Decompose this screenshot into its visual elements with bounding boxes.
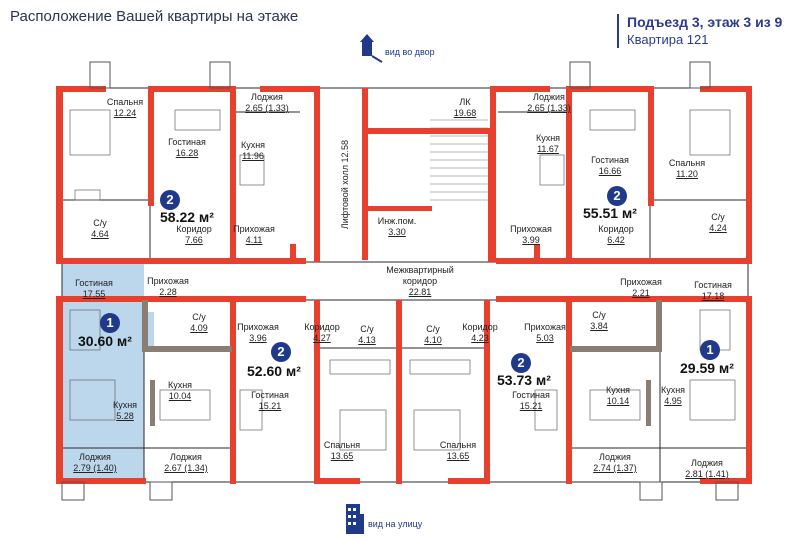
apartment-badge[interactable]: 2: [511, 353, 531, 373]
room-count: 2: [511, 353, 531, 373]
room-count: 2: [271, 342, 291, 362]
building-icon: [346, 504, 364, 534]
bearing-walls: [56, 86, 752, 484]
apartment-badge[interactable]: 2: [160, 190, 180, 210]
playground-icon: [360, 34, 383, 63]
apartment-area: 30.60 м²: [78, 333, 132, 349]
apartment-area: 52.60 м²: [247, 363, 301, 379]
apartment-area: 53.73 м²: [497, 372, 551, 388]
furniture: [69, 109, 736, 451]
entrance-info: Подъезд 3, этаж 3 из 9 Квартира 121: [617, 14, 782, 48]
page-title: Расположение Вашей квартиры на этаже: [10, 8, 299, 25]
apartment-area: 55.51 м²: [583, 205, 637, 221]
room-label-vertical: Лифтовой холл 12.58: [340, 140, 350, 230]
windows: [61, 61, 739, 501]
apartment-area: 58.22 м²: [160, 209, 214, 225]
view-yard-label: вид во двор: [385, 47, 435, 57]
room-count: 1: [100, 313, 120, 333]
apartment-badge[interactable]: 2: [271, 342, 291, 362]
room-label: Инж.пом.3.30: [377, 216, 417, 237]
apartment-area: 29.59 м²: [680, 360, 734, 376]
entrance-floor: Подъезд 3, этаж 3 из 9: [627, 14, 783, 30]
highlighted-apartment-hall: [144, 312, 154, 348]
apartment-number: Квартира 121: [627, 32, 709, 47]
apartment-badge-selected[interactable]: 1: [100, 313, 120, 333]
room-count: 2: [160, 190, 180, 210]
room-count: 1: [700, 340, 720, 360]
room-count: 2: [607, 186, 627, 206]
apartment-badge[interactable]: 2: [607, 186, 627, 206]
partitions: [142, 300, 662, 426]
view-street-label: вид на улицу: [368, 519, 423, 529]
apartment-badge[interactable]: 1: [700, 340, 720, 360]
